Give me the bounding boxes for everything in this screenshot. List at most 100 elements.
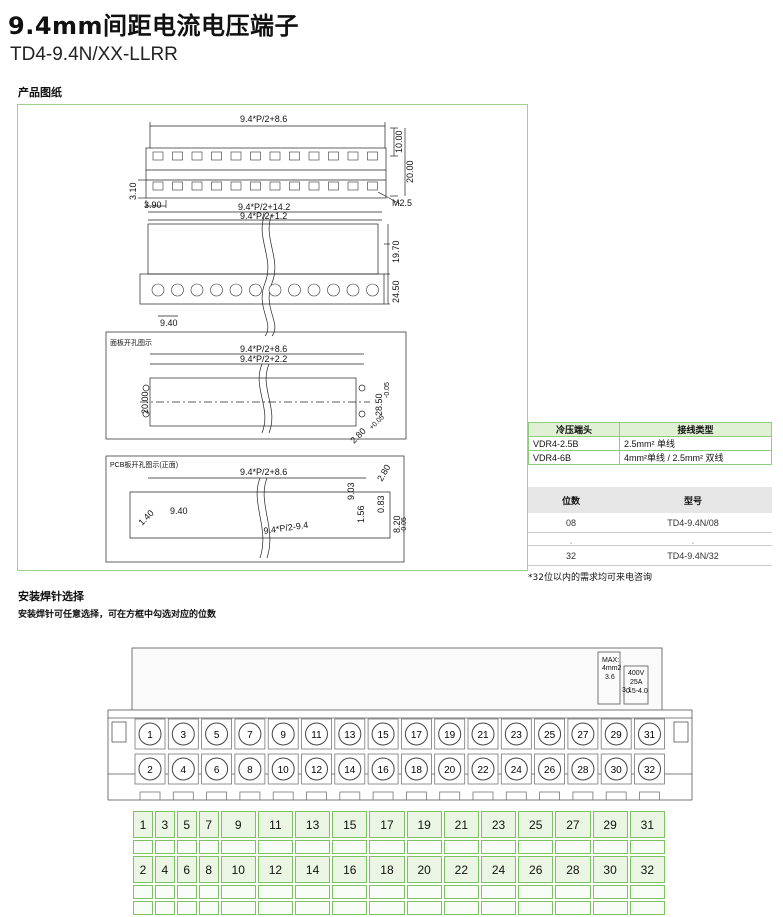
grid-cell-top: 23 (480, 811, 517, 838)
dim-pitch: 9.40 (160, 318, 178, 328)
page-title: 9.4mm间距电流电压端子 (8, 12, 300, 40)
checkbox-cell[interactable] (154, 885, 175, 899)
checkbox-cell[interactable] (406, 840, 442, 854)
terminal-top-circle (604, 722, 628, 746)
screw-outline (367, 181, 378, 191)
checkbox-cell[interactable] (592, 885, 628, 899)
terminal-foot (372, 791, 394, 801)
checkbox-cell[interactable] (133, 840, 153, 854)
checkbox-cell[interactable] (176, 885, 197, 899)
table-row: VDR4-2.5B 2.5mm² 单线 (528, 436, 772, 451)
terminal-top-number: 25 (544, 730, 556, 741)
grid-cell-top: 7 (198, 811, 219, 838)
screw-outline (328, 151, 339, 161)
checkbox-cell[interactable] (480, 840, 517, 854)
terminal-top-number: 21 (477, 730, 489, 741)
terminal-foot (639, 791, 660, 801)
grid-cell-bottom: 32 (629, 856, 665, 883)
front-screw (249, 283, 262, 297)
screw-outline (211, 151, 222, 161)
checkbox-cell[interactable] (555, 840, 591, 854)
screw-outline (289, 151, 300, 161)
terminal-foot (472, 791, 494, 801)
checkbox-cell[interactable] (295, 840, 331, 854)
terminal-bottom-number: 30 (611, 765, 623, 776)
screw-outline (230, 151, 242, 161)
front-screw (307, 283, 321, 297)
panel-hole-tol: +0.05 (368, 414, 386, 432)
screw-outline (347, 181, 359, 191)
screw-outline (191, 181, 203, 191)
checkbox-cell[interactable] (406, 885, 442, 899)
terminal-top-circle (171, 722, 195, 746)
terminal-bottom-number: 10 (278, 765, 290, 776)
checkbox-cell[interactable] (220, 885, 256, 899)
grid-cell-bottom: 4 (154, 856, 175, 883)
terminal-top-number: 31 (644, 730, 656, 741)
terminal-top-number: 29 (611, 730, 623, 741)
grid-cell-top: 31 (629, 811, 665, 838)
checkbox-cell[interactable] (592, 840, 628, 854)
checkbox-cell[interactable] (257, 840, 293, 854)
checkbox-cell[interactable] (220, 840, 256, 854)
dim-height-1970: 19.70 (391, 240, 401, 263)
dim-body-width-1: 9.4*P/2+14.2 (238, 202, 290, 212)
grid-cell-bottom: 14 (295, 856, 331, 883)
grid-cell-bottom: 10 (220, 856, 256, 883)
checkbox-cell[interactable] (629, 885, 665, 899)
checkbox-cell[interactable] (332, 840, 368, 854)
checkbox-cell[interactable] (176, 840, 197, 854)
checkbox-cell[interactable] (133, 885, 153, 899)
pcb-w-bottom: 9.4*P/2-9.4 (263, 520, 309, 536)
checkbox-cell[interactable] (443, 885, 479, 899)
label-31: 3.1 (622, 687, 632, 694)
terminal-foot (572, 791, 594, 801)
terminal-bottom-circle (338, 757, 362, 781)
terminal-bottom-number: 22 (477, 765, 489, 776)
terminal-bottom-circle (404, 757, 428, 781)
checkbox-cell[interactable] (443, 840, 479, 854)
checkbox-cell[interactable] (555, 885, 591, 899)
checkbox-cell[interactable] (198, 840, 219, 854)
grid-cell-top: 29 (592, 811, 628, 838)
install-heading: 安装焊针选择 (18, 590, 84, 603)
checkbox-cell[interactable] (518, 885, 554, 899)
dim-top-width: 9.4*P/2+8.6 (240, 114, 287, 124)
checkbox-cell[interactable] (257, 885, 293, 899)
terminal-bottom-number: 32 (644, 765, 656, 776)
terminal-top-circle (338, 722, 362, 746)
panel-w1: 9.4*P/2+8.6 (240, 344, 287, 354)
terminal-block-drawing: 1234567891011121314151617181920212223242… (107, 647, 693, 801)
panel-h2850: 28.50 (374, 393, 384, 416)
checkbox-cell[interactable] (295, 885, 331, 899)
checkbox-cell[interactable] (332, 885, 368, 899)
technical-drawing: 9.4*P/2+8.6 10.00 20.00 3.10 3.90 M2.5 9… (105, 114, 415, 563)
checkbox-cell[interactable] (154, 840, 175, 854)
checkbox-cell[interactable] (198, 885, 219, 899)
terminal-bottom-circle (271, 757, 295, 781)
terminal-bottom-circle (305, 757, 328, 781)
spec-header-wire: 接线类型 (619, 422, 772, 437)
grid-cell-top: 27 (555, 811, 591, 838)
terminal-bottom-circle (471, 757, 495, 781)
checkbox-cell[interactable] (629, 840, 665, 854)
checkbox-cell[interactable] (369, 840, 405, 854)
terminal-bottom-circle (371, 757, 395, 781)
dim-body-width-2: 9.4*P/2+1.2 (240, 211, 287, 221)
pcb-hole: 2.80 (375, 463, 392, 483)
dim-left-310: 3.10 (128, 182, 138, 200)
screw-outline (269, 181, 281, 191)
checkbox-cell[interactable] (480, 885, 517, 899)
grid-cell-bottom: 16 (332, 856, 368, 883)
terminal-top-circle (504, 722, 528, 746)
checkbox-cell[interactable] (518, 840, 554, 854)
terminal-top-number: 7 (247, 730, 253, 741)
grid-cell-bottom: 28 (555, 856, 591, 883)
screw-outline (172, 151, 183, 161)
install-desc: 安装焊针可任意选择，可在方框中勾选对应的位数 (18, 610, 217, 620)
terminal-bottom-circle (171, 757, 195, 781)
grid-cell-bottom: 2 (133, 856, 153, 883)
terminal-top-circle (238, 722, 262, 746)
checkbox-cell[interactable] (369, 885, 405, 899)
grid-cell-top: 11 (257, 811, 293, 838)
